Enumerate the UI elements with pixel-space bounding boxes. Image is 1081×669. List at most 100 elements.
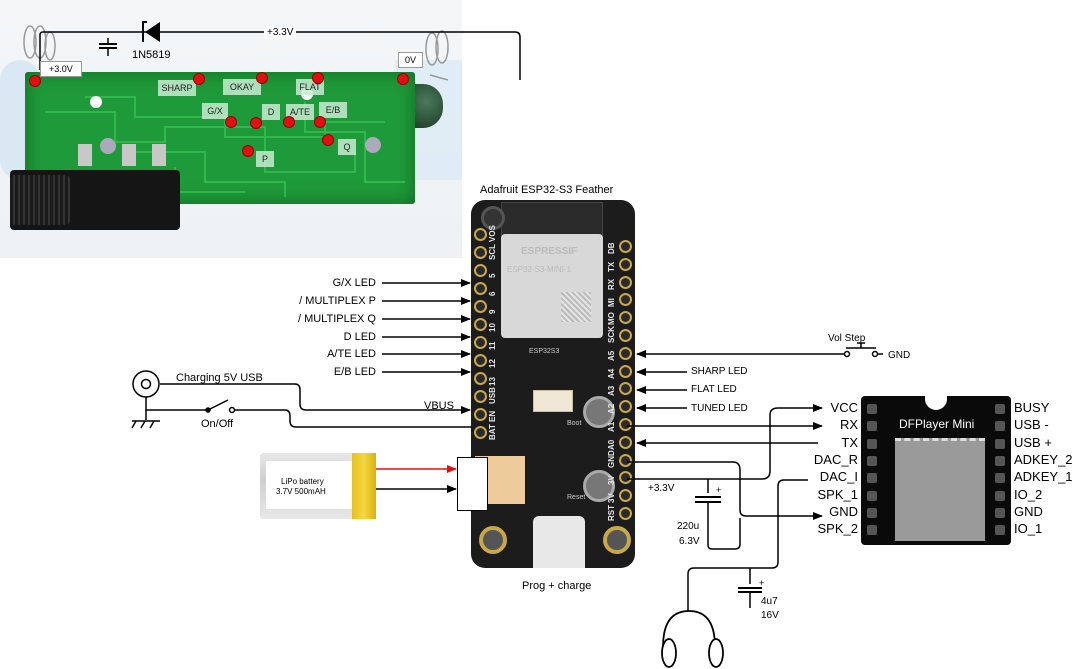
dfplayer-pin <box>995 404 1005 414</box>
dfplayer-title: DFPlayer Mini <box>899 417 975 431</box>
dfplayer-right-pin-label: ADKEY_2 <box>1014 451 1073 467</box>
wire-vbus <box>160 383 471 414</box>
dfplayer-right-pin-label: USB - <box>1014 417 1049 433</box>
usb-charging-label: Charging 5V USB <box>176 372 263 384</box>
testpoint-dot-p <box>242 145 254 157</box>
board-mark-boot: Boot <box>567 420 582 427</box>
signal-label-gx: G/X LED <box>332 277 376 289</box>
dfplayer-left-pin-label: SPK_2 <box>817 521 858 537</box>
testpoint-dot-okay <box>256 72 268 84</box>
esp32-left-pin <box>474 426 487 439</box>
esp32-right-pin <box>619 400 632 414</box>
pcb-pad <box>365 137 381 153</box>
module-model: ESP32-S3-MINI-1 <box>507 265 572 274</box>
battery-label-area <box>266 461 352 509</box>
dfplayer-left-pin-label: GND <box>829 503 858 519</box>
jack-tab <box>78 144 92 166</box>
board-mark-reset: Reset <box>567 494 586 501</box>
testpoint-label-gx: G/X <box>202 103 228 119</box>
reset-button <box>583 470 615 502</box>
esp32-right-pin <box>619 311 632 325</box>
dfplayer-pin <box>995 438 1005 449</box>
wire-switch <box>145 397 208 411</box>
testpoint-label-p: P <box>256 151 274 167</box>
battery-label-2: 3.7V 500mAH <box>276 487 326 496</box>
testpoint-label-d: D <box>262 104 280 120</box>
wire-dac <box>687 479 808 611</box>
esp32-left-pin <box>474 390 487 403</box>
dfplayer-pin <box>995 455 1005 466</box>
pcb-mount-hole <box>90 96 102 108</box>
dfplayer-right-pin-label: USB + <box>1014 434 1052 450</box>
dfplayer-right-pin-label: IO_2 <box>1014 486 1043 502</box>
wire-3v3-label: +3.3V <box>264 27 297 39</box>
esp32-left-pin <box>474 246 487 259</box>
audio-jack-barrel <box>10 175 70 225</box>
esp32-right-pin <box>619 329 632 342</box>
dfplayer-pin <box>867 404 877 414</box>
esp32-module: ESPRESSIF ESP32-S3-MINI-1 <box>501 234 603 338</box>
testpoint-label-okay: OKAY <box>223 79 261 95</box>
esp32-left-pin <box>474 282 487 295</box>
testpoint-dot-d <box>250 117 262 129</box>
sd-card-slot <box>895 438 985 541</box>
esp32-left-pin <box>474 354 487 367</box>
flat-led-label: FLAT LED <box>691 384 737 395</box>
dfplayer-left-pin-label: DAC_I <box>819 469 858 485</box>
battery-connector-box <box>457 457 488 511</box>
esp32-right-pin <box>619 240 632 253</box>
pcb-pad <box>100 138 116 154</box>
svg-text:+: + <box>759 578 764 588</box>
esp32-left-pin <box>474 228 487 241</box>
testpoint-dot-flat <box>312 72 324 84</box>
dfplayer-right-pin-label: ADKEY_1 <box>1014 469 1073 485</box>
esp32-left-pin <box>474 408 487 421</box>
esp32-right-pin <box>619 364 632 378</box>
dfplayer-right-pin-label: IO_1 <box>1014 521 1043 537</box>
diode-label: 1N5819 <box>132 49 171 61</box>
gnd-label: GND <box>888 350 911 361</box>
lipo-battery: LiPo battery 3.7V 500mAH <box>260 453 376 519</box>
esp32-right-pin <box>619 435 632 449</box>
dfplayer-left-pin-label: DAC_R <box>813 451 858 467</box>
testpoint-dot-3v0 <box>29 75 41 87</box>
cap1-value: 220u <box>677 521 700 532</box>
mount-hole <box>479 526 507 554</box>
vol-step-label: Vol Step <box>828 333 866 344</box>
esp32-right-pin <box>619 293 632 307</box>
signal-label-d: D LED <box>343 331 376 343</box>
testpoint-dot-q <box>322 134 334 146</box>
esp32-left-pin <box>474 318 487 331</box>
esp32-right-pin <box>619 418 632 431</box>
tuned-led-label: TUNED LED <box>691 403 748 414</box>
testpoint-label-eb: E/B <box>319 102 347 118</box>
esp32-left-pin <box>474 300 487 313</box>
sharp-led-label: SHARP LED <box>691 366 748 377</box>
module-brand: ESPRESSIF <box>521 246 578 257</box>
dfplayer-pin <box>867 473 877 484</box>
svg-text:+: + <box>716 485 721 495</box>
dfplayer-left-pin-label: TX <box>841 434 858 450</box>
mount-hole <box>481 206 505 230</box>
esp32-right-pin <box>619 382 632 396</box>
dfplayer-left-pin-label: RX <box>839 417 858 433</box>
dfplayer-pin <box>867 525 877 536</box>
esp32-right-pin <box>619 471 632 485</box>
dfplayer-left-pin-label: SPK_1 <box>817 486 858 502</box>
module-qr <box>561 292 591 322</box>
cap1-voltage: 6.3V <box>679 536 700 547</box>
usb-c-port <box>533 516 585 568</box>
dfplayer-pin <box>995 490 1005 501</box>
dfplayer-pin <box>995 507 1005 518</box>
testpoint-label-ate: A/TE <box>286 104 314 120</box>
battery-tab <box>352 453 376 519</box>
dfplayer-left-pin-label: VCC <box>830 400 858 415</box>
cap2-voltage: 16V <box>761 610 779 621</box>
dfplayer-pin <box>867 455 877 466</box>
dfplayer-pin <box>867 490 877 501</box>
testpoint-dot-ate <box>283 116 295 128</box>
esp32-left-pin <box>474 264 487 277</box>
battery-label-1: LiPo battery <box>281 477 324 486</box>
mount-hole <box>603 526 631 554</box>
dfplayer-board: DFPlayer Mini <box>861 392 1011 545</box>
